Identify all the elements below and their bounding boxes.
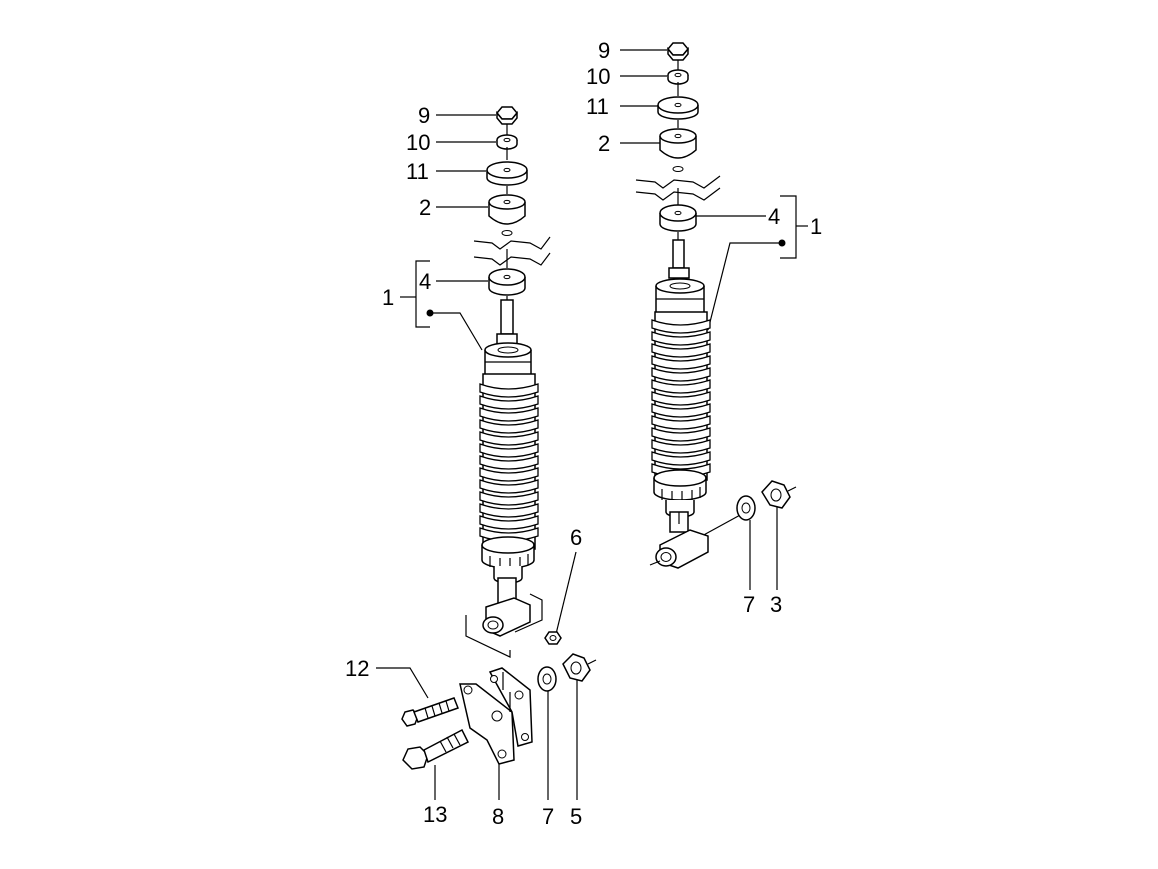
right-lower-mount: [649, 500, 709, 569]
left-nut-6: [544, 631, 562, 645]
right-bush-4: [659, 204, 697, 232]
right-top-cap: [655, 278, 705, 320]
label-left-1: 1: [382, 285, 394, 310]
label-left-6: 6: [570, 525, 582, 550]
right-shock-assembly: 9 10 11 2 4 1 7 3: [586, 38, 822, 617]
left-adjuster-ring: [481, 536, 535, 569]
label-right-9: 9: [598, 38, 610, 63]
right-nut-9: [667, 42, 689, 61]
right-nut-3: [761, 480, 797, 509]
right-frame-break: [635, 175, 721, 206]
right-kit-bullet: [778, 239, 786, 247]
left-bush-2: [488, 194, 526, 225]
left-lower-mount: [465, 566, 543, 658]
label-left-5: 5: [570, 804, 582, 829]
label-left-7: 7: [542, 804, 554, 829]
left-bolt-12: [401, 697, 459, 727]
right-cup-11: [657, 96, 699, 120]
left-washer-10: [496, 134, 518, 150]
label-right-10: 10: [586, 64, 610, 89]
label-right-11: 11: [586, 94, 609, 119]
right-shock-rod: [668, 232, 690, 279]
label-left-13: 13: [423, 802, 447, 827]
left-bolt-13: [402, 728, 470, 770]
left-shock-rod: [496, 296, 518, 345]
right-adjuster-ring: [653, 469, 707, 502]
left-cup-11: [486, 161, 528, 186]
label-right-1: 1: [810, 214, 822, 239]
left-bush-4: [488, 268, 526, 296]
label-left-4: 4: [419, 269, 431, 294]
left-frame-break: [473, 236, 551, 268]
right-washer-7: [736, 495, 756, 521]
right-spring: [651, 311, 711, 481]
label-right-3: 3: [770, 592, 782, 617]
left-nut-9: [496, 106, 518, 125]
right-washer-10: [667, 69, 689, 85]
label-left-10: 10: [406, 130, 430, 155]
label-right-2: 2: [598, 131, 610, 156]
label-left-8: 8: [492, 804, 504, 829]
left-washer-7: [537, 666, 557, 692]
label-right-4: 4: [768, 204, 780, 229]
right-bush-2: [659, 128, 697, 159]
left-shock-assembly: 9 10 11 2 4 1 6 12 13 8 7 5: [345, 103, 597, 829]
left-kit-bullet: [426, 309, 434, 317]
label-left-2: 2: [419, 195, 431, 220]
label-right-7: 7: [743, 592, 755, 617]
left-leader-lines: [376, 114, 578, 800]
left-nut-5: [562, 653, 597, 682]
left-spring: [479, 373, 539, 550]
label-left-12: 12: [345, 656, 369, 681]
left-bracket-8: [459, 667, 533, 765]
right-leader-lines: [620, 49, 808, 590]
label-left-11: 11: [406, 159, 429, 184]
label-left-9: 9: [418, 103, 430, 128]
